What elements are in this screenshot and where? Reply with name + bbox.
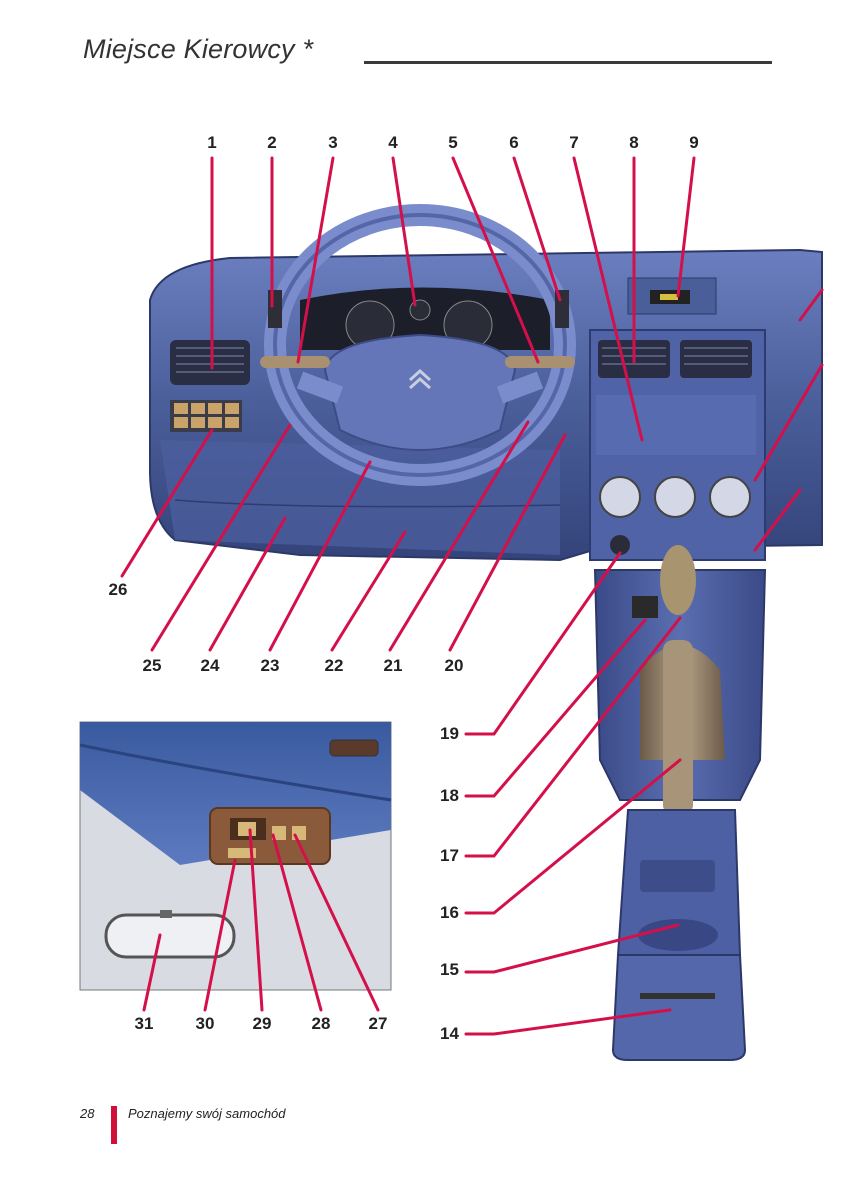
page-number: 28 (80, 1106, 95, 1121)
gear-console (593, 545, 767, 815)
callout-27: 27 (368, 1014, 388, 1033)
callout-14: 14 (440, 1024, 459, 1043)
page-title: Miejsce Kierowcy * (83, 34, 314, 64)
callout-7: 7 (569, 133, 579, 152)
lower-tunnel (611, 809, 747, 1061)
callout-5: 5 (448, 133, 458, 152)
steering-wheel (264, 204, 576, 486)
callout-1: 1 (207, 133, 217, 152)
footer-accent-bar (111, 1106, 117, 1144)
callout-9: 9 (689, 133, 699, 152)
center-console-upper (589, 329, 766, 561)
left-switch-panel (170, 400, 242, 432)
callout-6: 6 (509, 133, 519, 152)
callout-18: 18 (440, 786, 459, 805)
title-rule (364, 61, 772, 64)
callout-17: 17 (440, 846, 459, 865)
callout-4: 4 (388, 133, 398, 152)
callout-25: 25 (142, 656, 162, 675)
roof-console-inset (79, 721, 392, 991)
callout-20: 20 (444, 656, 464, 675)
left-air-vent (170, 340, 250, 385)
callout-15: 15 (440, 960, 459, 979)
callout-31: 31 (134, 1014, 154, 1033)
callout-29: 29 (252, 1014, 272, 1033)
callout-2: 2 (267, 133, 277, 152)
citroen-chevron-logo (408, 368, 432, 390)
callout-21: 21 (383, 656, 403, 675)
callout-3: 3 (328, 133, 338, 152)
digital-display (627, 277, 717, 315)
callout-28: 28 (311, 1014, 331, 1033)
callout-26: 26 (108, 580, 128, 599)
callout-30: 30 (195, 1014, 215, 1033)
callout-22: 22 (324, 656, 344, 675)
callout-19: 19 (440, 724, 459, 743)
callout-24: 24 (200, 656, 220, 675)
section-title: Poznajemy swój samochód (128, 1106, 286, 1121)
callout-lines (120, 156, 824, 1036)
instrument-cluster (300, 287, 550, 350)
callout-16: 16 (440, 903, 459, 922)
callout-23: 23 (260, 656, 280, 675)
callout-8: 8 (629, 133, 639, 152)
